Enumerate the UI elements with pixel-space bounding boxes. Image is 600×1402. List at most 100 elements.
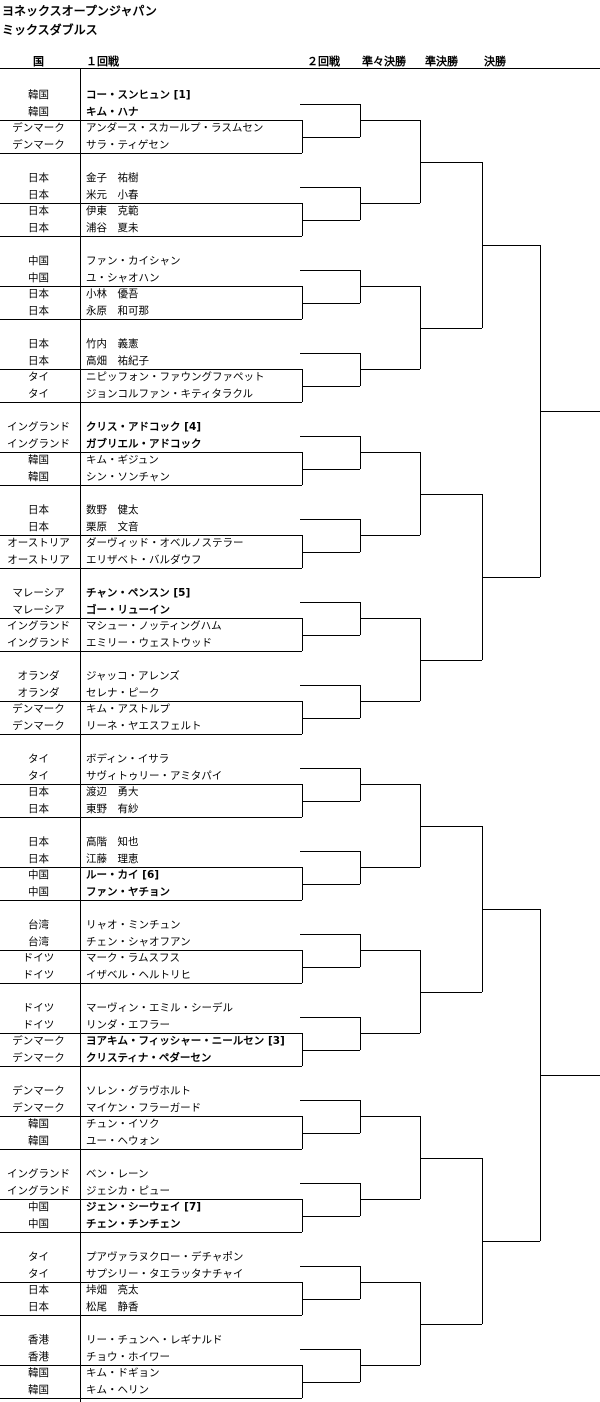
header-country: 国 — [33, 55, 44, 68]
entry-player: サプシリー・タエラッタナチャイ — [86, 1267, 244, 1280]
entry-country: イングランド — [7, 1168, 70, 1180]
entry-player: リャオ・ミンチュン — [86, 919, 181, 931]
entry-player: 高階 知也 — [86, 836, 139, 848]
entry-country: イングランド — [7, 636, 70, 649]
entry-country: ドイツ — [22, 1002, 55, 1014]
entry-player: チョウ・ホイワー — [86, 1350, 170, 1363]
entry-player: ゴー・リューイン — [86, 603, 170, 616]
entry-country: ドイツ — [22, 952, 55, 965]
entry-country: 日本 — [28, 1300, 49, 1313]
entry-player: ユ・シャオハン — [86, 271, 160, 284]
entry-player: ガブリエル・アドコック — [86, 437, 202, 450]
entry-country: 中国 — [28, 1217, 49, 1230]
entry-country: オーストリア — [7, 537, 70, 550]
header-semifinal: 準決勝 — [425, 55, 458, 68]
entry-country: タイ — [28, 753, 49, 765]
entry-country: 香港 — [28, 1334, 49, 1346]
entry-player: マーク・ラムスフス — [86, 952, 180, 965]
entry-player: 浦谷 夏未 — [86, 221, 139, 234]
entry-player: ファン・カイシャン — [86, 255, 181, 267]
entry-player: ソレン・グラヴホルト — [86, 1085, 191, 1097]
entry-player: ユー・ヘウォン — [86, 1134, 160, 1147]
entry-country: オランダ — [17, 670, 60, 682]
entry-country: デンマーク — [12, 1085, 65, 1097]
entry-country: 日本 — [28, 188, 49, 201]
entry-country: デンマーク — [12, 138, 65, 151]
header-round2: ２回戦 — [307, 55, 340, 68]
entry-player: 渡辺 勇大 — [86, 786, 139, 799]
entry-player: 松尾 静香 — [86, 1300, 139, 1313]
entry-player: イザベル・ヘルトリヒ — [86, 968, 191, 981]
entry-player: 米元 小春 — [86, 188, 139, 201]
entry-country: 日本 — [28, 802, 49, 815]
entry-country: 台湾 — [28, 919, 49, 931]
entry-country: 韓国 — [28, 1118, 49, 1131]
entry-country: マレーシア — [12, 587, 65, 599]
entry-country: 日本 — [28, 338, 49, 350]
entry-country: 台湾 — [28, 935, 49, 948]
entry-player: ファン・ヤチョン — [86, 885, 170, 898]
entry-country: ドイツ — [22, 968, 55, 981]
entry-player: クリスティナ・ペダーセン — [86, 1051, 212, 1064]
entry-country: 日本 — [28, 172, 49, 184]
entry-player: チェン・チンチェン — [86, 1217, 181, 1230]
entry-country: 日本 — [28, 221, 49, 234]
entry-country: 韓国 — [28, 89, 49, 101]
entry-country: 日本 — [28, 354, 49, 367]
entry-country: 韓国 — [28, 1367, 49, 1380]
entry-player: 金子 祐樹 — [86, 172, 139, 184]
entry-country: 韓国 — [28, 454, 49, 467]
entry-player: 東野 有紗 — [86, 802, 139, 815]
entry-country: 中国 — [28, 1201, 49, 1214]
entry-player: 江藤 理恵 — [86, 852, 139, 865]
entry-player: ボディン・イサラ — [86, 753, 170, 765]
entry-player: シン・ソンチャン — [86, 470, 170, 483]
entry-country: タイ — [28, 769, 49, 782]
entry-country: デンマーク — [12, 1101, 65, 1114]
entry-player: ベン・レーン — [86, 1168, 149, 1180]
entry-country: 日本 — [28, 786, 49, 799]
entry-player: キム・ドギョン — [86, 1367, 160, 1380]
entry-player: マシュー・ノッティングハム — [86, 620, 222, 633]
entry-country: マレーシア — [12, 603, 65, 616]
entry-player: キム・ギジュン — [86, 454, 159, 467]
entry-player: マーヴィン・エミル・シーデル — [86, 1002, 233, 1014]
entry-player: チュン・イソク — [86, 1118, 160, 1131]
entry-player: キム・ハナ — [86, 105, 139, 118]
entry-player: ダーヴィッド・オベルノステラー — [86, 537, 244, 550]
entry-country: デンマーク — [12, 719, 65, 732]
entry-country: ドイツ — [22, 1018, 55, 1031]
header-final: 決勝 — [484, 55, 506, 68]
entry-country: オランダ — [17, 686, 60, 699]
entry-player: 小林 優吾 — [86, 288, 139, 301]
entry-player: チェン・シャオフアン — [86, 935, 191, 948]
entry-country: デンマーク — [12, 1051, 65, 1064]
entry-country: デンマーク — [12, 122, 65, 135]
entry-country: 日本 — [28, 520, 49, 533]
entry-country: 日本 — [28, 1284, 49, 1297]
entry-player: 永原 和可那 — [86, 304, 149, 317]
entry-country: タイ — [28, 371, 49, 384]
entry-player: サヴィトゥリー・アミタパイ — [86, 769, 223, 782]
entry-player: 高畑 祐紀子 — [86, 354, 149, 367]
header-quarterfinal: 準々決勝 — [362, 55, 406, 68]
entry-country: 日本 — [28, 504, 49, 516]
entry-country: 香港 — [28, 1350, 49, 1363]
entry-player: 数野 健太 — [86, 504, 139, 516]
entry-player: 栗原 文音 — [86, 520, 139, 533]
entry-player: エリザベト・バルダウフ — [86, 553, 202, 566]
entry-player: リーネ・ヤエスフェルト — [86, 719, 202, 732]
entry-country: タイ — [28, 387, 49, 400]
entry-player: ニピッフォン・ファウングファペット — [86, 371, 265, 384]
entry-player: セレナ・ピーク — [86, 686, 160, 699]
header-round1: １回戦 — [86, 55, 119, 68]
entry-player: マイケン・フラーガード — [86, 1101, 202, 1114]
entry-player: キム・ヘリン — [86, 1383, 149, 1396]
entry-country: デンマーク — [12, 703, 65, 716]
entry-country: 日本 — [28, 205, 49, 218]
entry-player: ジャッコ・アレンズ — [86, 670, 180, 682]
entry-country: デンマーク — [12, 1035, 65, 1048]
event-subtitle: ミックスダブルス — [2, 23, 98, 37]
entry-country: タイ — [28, 1267, 49, 1280]
entry-player: チャン・ペンスン [5] — [86, 587, 191, 599]
